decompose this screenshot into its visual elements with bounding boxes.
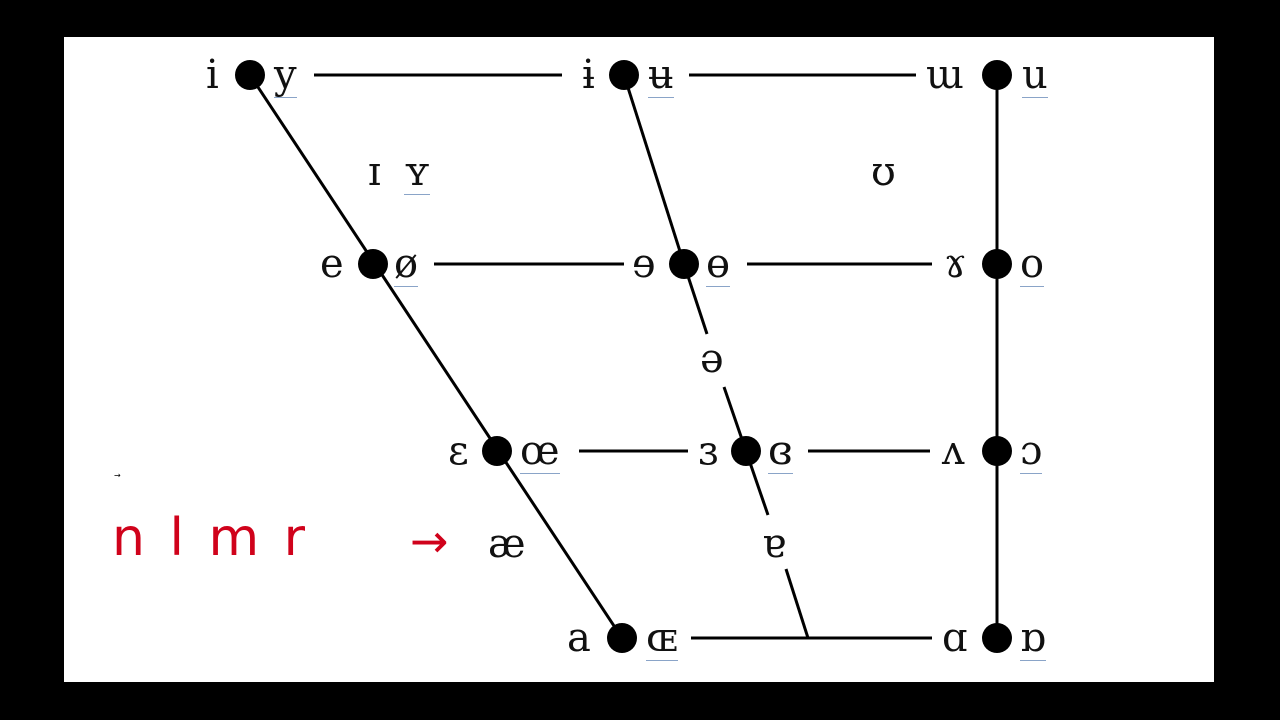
consonant-label: n l m r	[112, 508, 310, 568]
dot-close-mid-central	[669, 249, 699, 279]
vowel-open-mid-central-unrounded: ɜ	[698, 428, 719, 474]
vowel-close-central-unrounded: ɨ	[582, 52, 595, 98]
vowel-open-mid-back-rounded: ɔ	[1020, 428, 1043, 474]
dot-close-back	[982, 60, 1012, 90]
dot-open-back	[982, 623, 1012, 653]
vowel-close-mid-front-rounded: ø	[394, 241, 419, 287]
vowel-chart-panel: i y ɨ ʉ ɯ u ɪ ʏ ʊ e ø ɘ ɵ ɤ o ə ɛ œ ɜ ɞ …	[64, 37, 1214, 682]
vowel-close-mid-central-unrounded: ɘ	[632, 241, 656, 287]
dot-close-central	[609, 60, 639, 90]
dot-open-mid-front	[482, 436, 512, 466]
dot-close-mid-back	[982, 249, 1012, 279]
vowel-close-front-rounded: y	[274, 52, 297, 98]
vowel-near-open-front: æ	[488, 521, 526, 567]
dot-open-front	[607, 623, 637, 653]
dot-open-mid-central	[731, 436, 761, 466]
vowel-open-back-rounded: ɒ	[1020, 615, 1046, 661]
vowel-near-open-central: ɐ	[762, 521, 786, 567]
vowel-open-front-rounded: ɶ	[646, 615, 678, 661]
vowel-close-mid-back-unrounded: ɤ	[944, 241, 967, 287]
central-line-upper	[622, 74, 686, 265]
vowel-open-back-unrounded: ɑ	[942, 615, 968, 661]
vowel-close-back-rounded: u	[1022, 52, 1048, 98]
front-edge-line	[248, 74, 624, 639]
vowel-close-front-unrounded: i	[206, 52, 219, 98]
vowel-close-mid-back-rounded: o	[1020, 241, 1045, 287]
vowel-close-mid-central-rounded: ɵ	[706, 241, 731, 287]
vowel-open-mid-front-unrounded: ɛ	[448, 428, 469, 474]
central-line-lower	[784, 568, 810, 639]
vowel-open-mid-back-unrounded: ʌ	[942, 428, 965, 474]
vowel-open-front-unrounded: a	[567, 615, 591, 661]
vowel-near-close-front-rounded: ʏ	[404, 149, 431, 195]
dot-close-front	[235, 60, 265, 90]
vowel-open-mid-central-rounded: ɞ	[768, 428, 793, 474]
vowel-near-close-front-unrounded: ɪ	[368, 149, 381, 195]
vowel-close-back-unrounded: ɯ	[926, 52, 964, 98]
vowel-close-central-rounded: ʉ	[648, 52, 674, 98]
small-arrow-mark: →	[114, 471, 121, 480]
vowel-near-close-back-rounded: ʊ	[871, 149, 896, 195]
vowel-mid-central: ə	[700, 336, 724, 382]
vowel-open-mid-front-rounded: œ	[520, 428, 560, 474]
dot-open-mid-back	[982, 436, 1012, 466]
annotation-arrow: →	[410, 514, 449, 568]
vowel-close-mid-front-unrounded: e	[320, 241, 344, 287]
dot-close-mid-front	[358, 249, 388, 279]
vowel-trapezoid-lines	[235, 60, 1012, 653]
